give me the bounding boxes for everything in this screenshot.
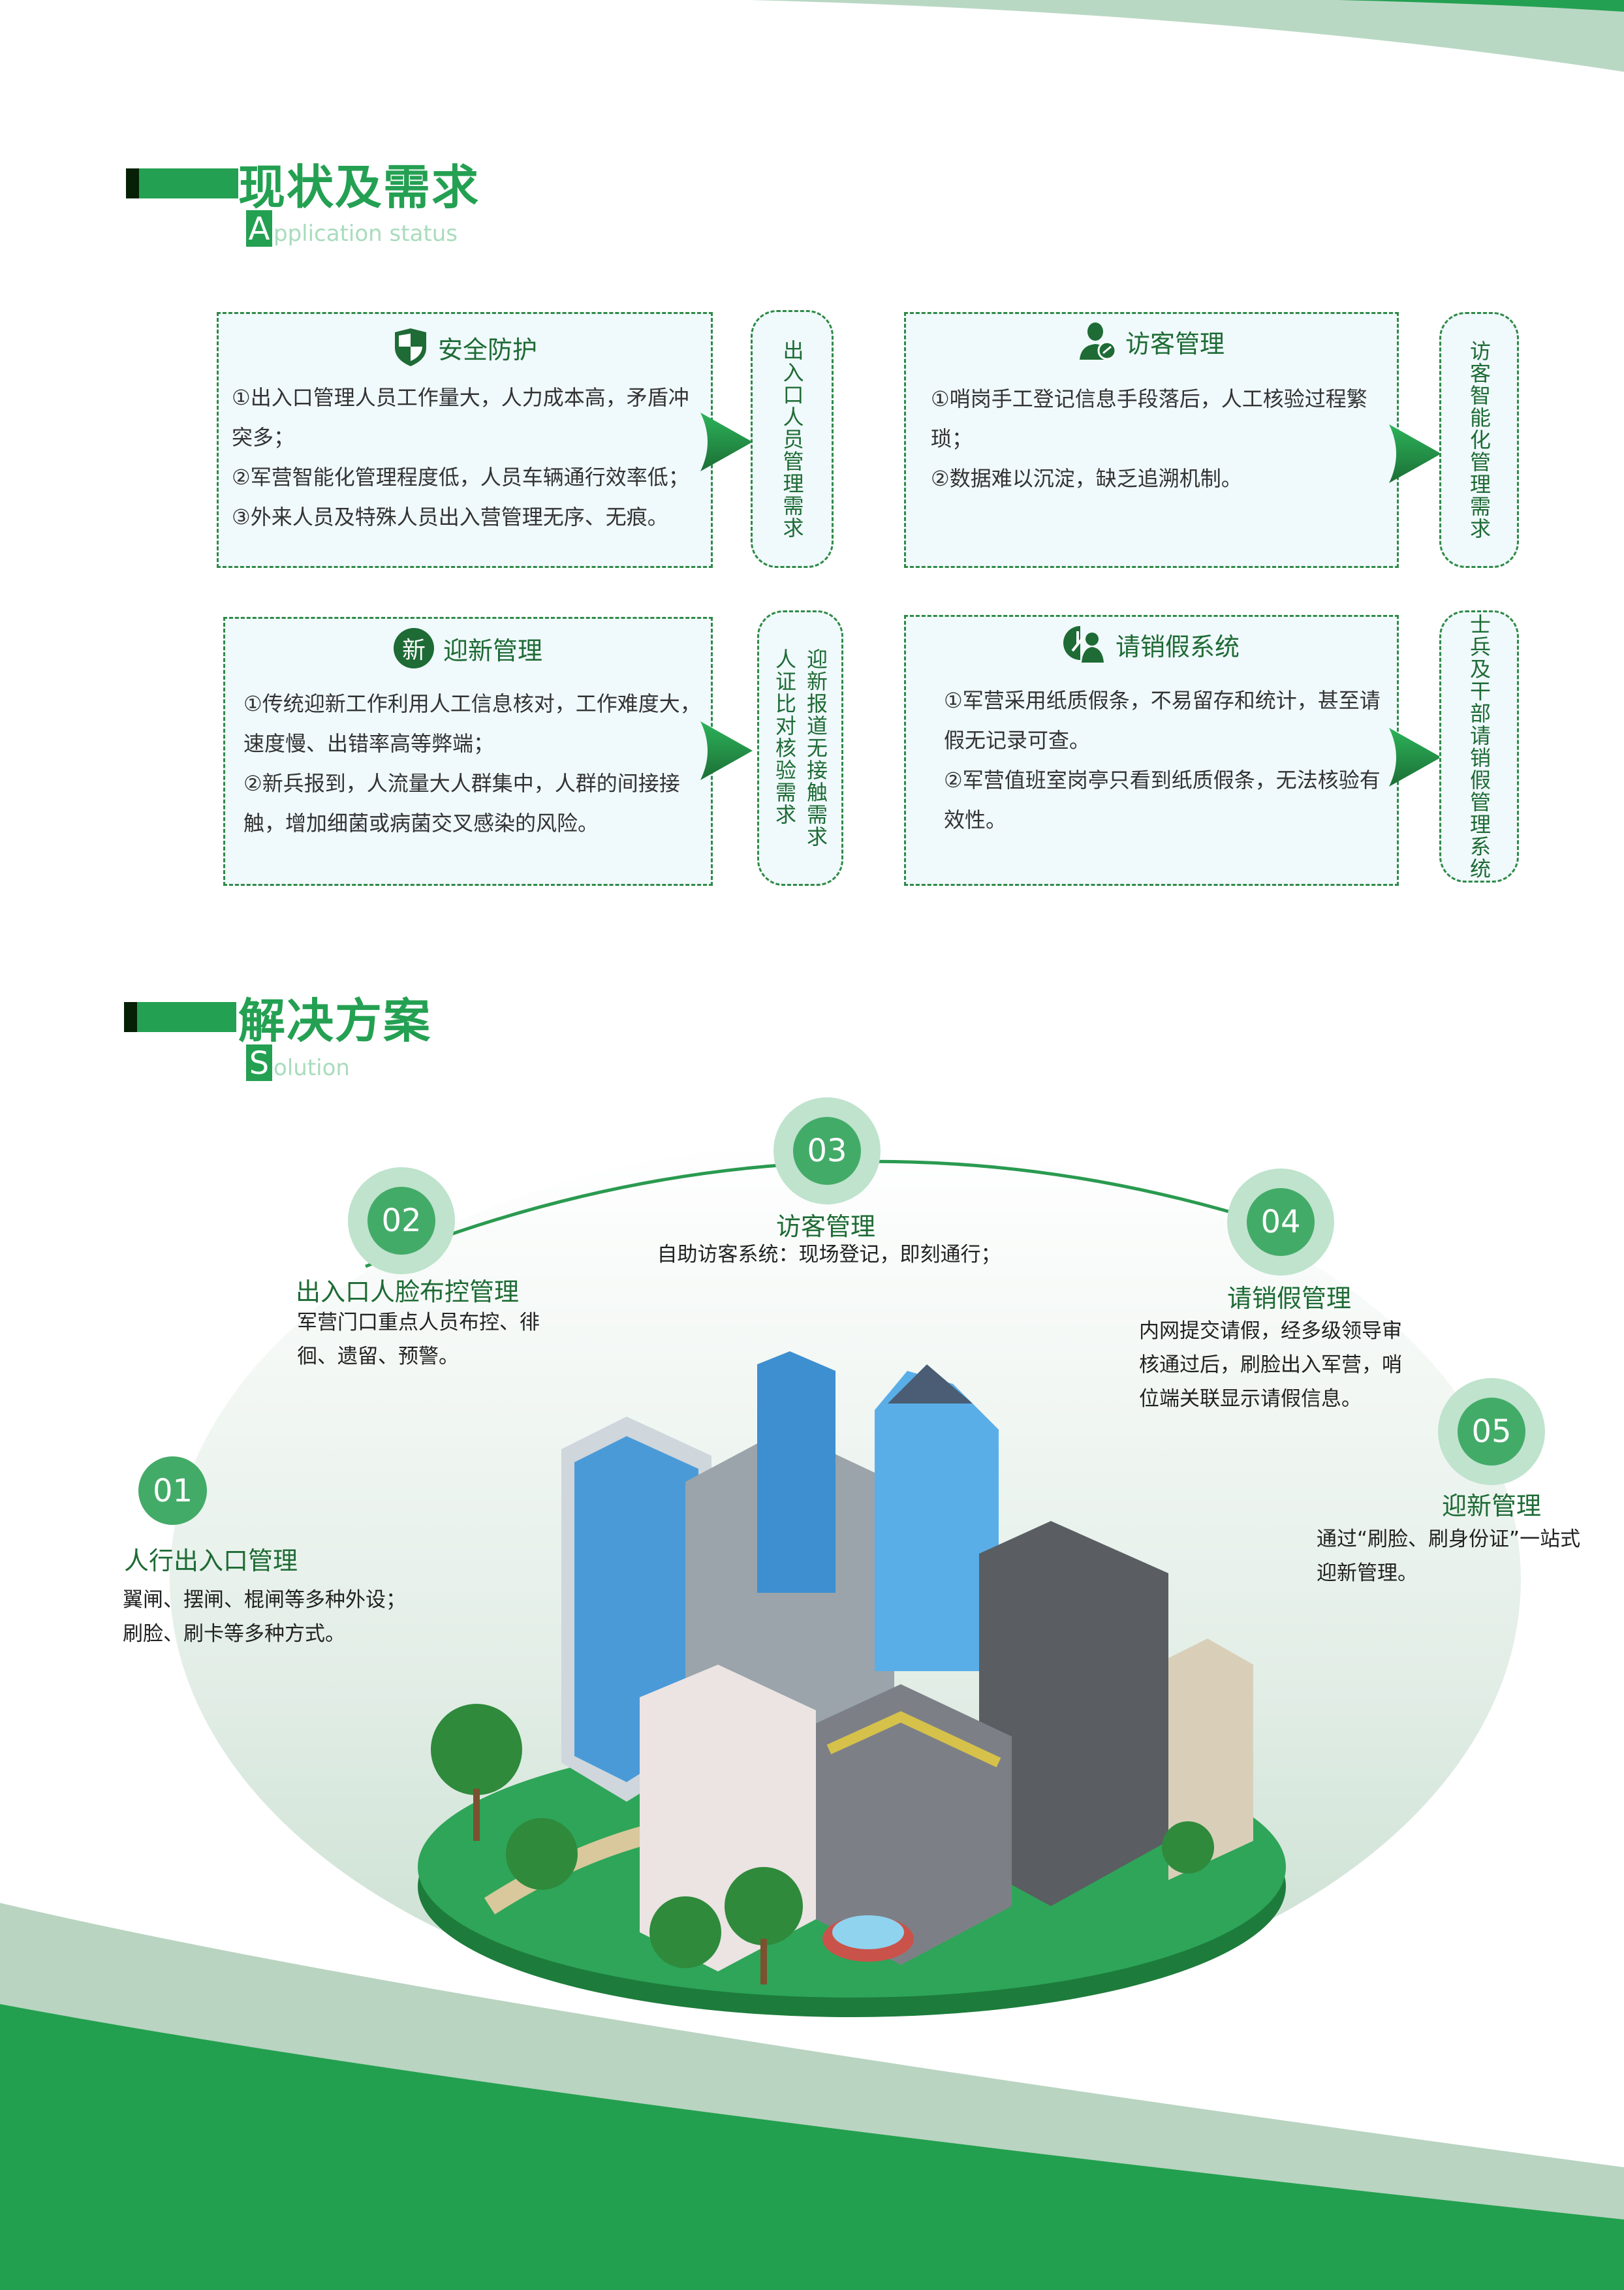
- need-text: 出入口人员管理需求: [779, 339, 805, 539]
- section-title-status: 现状及需求: [238, 160, 480, 215]
- solution-desc: 位端关联显示请假信息。: [1139, 1387, 1362, 1411]
- step-badge-04: 04: [1227, 1169, 1334, 1276]
- need-text: 访客智能化管理需求: [1467, 340, 1491, 540]
- solution-desc: 迎新管理。: [1317, 1561, 1418, 1585]
- step-badge-02: 02: [348, 1167, 455, 1274]
- solution-desc: 军营门口重点人员布控、徘: [297, 1311, 540, 1334]
- solution-desc: 翼闸、摆闸、棍闸等多种外设；: [123, 1588, 406, 1612]
- card-line: ①军营采用纸质假条，不易留存和统计，甚至请假无记录可查。: [944, 688, 1381, 753]
- status-card-visitor: 访客管理 ①哨岗手工登记信息手段落后，人工核验过程繁琐； ②数据难以沉淀，缺乏追…: [904, 312, 1399, 568]
- solution-desc: 通过“刷脸、刷身份证”一站式: [1317, 1528, 1581, 1551]
- card-line: ③外来人员及特殊人员出入营管理无序、无痕。: [232, 505, 668, 529]
- card-title: 安全防护: [437, 335, 537, 364]
- solution-title: 人行出入口管理: [124, 1546, 298, 1575]
- card-title: 访客管理: [1125, 329, 1225, 358]
- solution-desc: 刷脸、刷卡等多种方式。: [123, 1622, 345, 1646]
- solution-title: 请销假管理: [1226, 1284, 1351, 1313]
- top-wave-decoration: [751, 0, 1624, 72]
- card-line: ①出入口管理人员工作量大，人力成本高，矛盾冲突多；: [232, 385, 689, 450]
- shield-icon: [394, 328, 426, 366]
- arrow-right-icon: [700, 721, 753, 780]
- solution-title: 访客管理: [775, 1212, 875, 1241]
- subtitle-cap: S: [246, 1044, 272, 1082]
- subtitle-rest: olution: [273, 1055, 350, 1081]
- card-line: ②军营智能化管理程度低，人员车辆通行效率低；: [232, 465, 689, 490]
- need-text: 士兵及干部请销假管理系统: [1467, 613, 1491, 880]
- solution-title: 出入口人脸布控管理: [296, 1278, 520, 1306]
- section-title-solution: 解决方案: [238, 994, 432, 1048]
- subtitle-cap: A: [246, 210, 272, 247]
- status-card-security: 安全防护 ①出入口管理人员工作量大，人力成本高，矛盾冲突多； ②军营智能化管理程…: [217, 312, 713, 568]
- card-title: 请销假系统: [1115, 632, 1240, 661]
- need-pill: 士兵及干部请销假管理系统: [1439, 610, 1519, 883]
- subtitle-rest: pplication status: [273, 221, 458, 247]
- arrow-right-icon: [1389, 728, 1441, 787]
- solution-desc: 内网提交请假，经多级领导审: [1139, 1319, 1402, 1343]
- smart-campus-illustration: [418, 1351, 1286, 2017]
- card-title: 迎新管理: [443, 636, 542, 665]
- leave-icon: [1063, 626, 1104, 663]
- arrow-right-icon: [700, 413, 753, 471]
- solution-title: 迎新管理: [1441, 1492, 1541, 1520]
- need-pill: 出入口人员管理需求: [751, 310, 834, 568]
- solution-desc: 自助访客系统：现场登记，即刻通行；: [657, 1243, 1001, 1266]
- section-bar: [124, 1002, 236, 1032]
- card-line: ②数据难以沉淀，缺乏追溯机制。: [931, 466, 1242, 491]
- visitor-icon: [1079, 322, 1116, 360]
- need-text: 人证比对核验需求: [772, 648, 797, 826]
- new-badge-icon: 新: [393, 628, 434, 668]
- need-text: 迎新报道无接触需求: [804, 648, 828, 848]
- arrow-right-icon: [1389, 424, 1441, 483]
- section-subtitle-solution: S olution: [246, 1044, 350, 1082]
- step-badge-01: 01: [138, 1456, 207, 1525]
- step-badge-03: 03: [773, 1097, 881, 1204]
- solution-desc: 徊、遗留、预警。: [297, 1345, 459, 1368]
- card-line: ②军营值班室岗亭只看到纸质假条，无法核验有效性。: [944, 768, 1381, 832]
- card-line: ①传统迎新工作利用人工信息核对，工作难度大，速度慢、出错率高等弊端；: [243, 691, 701, 756]
- need-pill: 迎新报道无接触需求 人证比对核验需求: [757, 610, 843, 886]
- step-badge-05: 05: [1438, 1378, 1545, 1485]
- section-subtitle-status: A pplication status: [246, 210, 458, 247]
- card-line: ②新兵报到，人流量大人群集中，人群的间接接触，增加细菌或病菌交叉感染的风险。: [243, 771, 680, 836]
- solution-desc: 核通过后，刷脸出入军营，哨: [1139, 1353, 1402, 1377]
- need-pill: 访客智能化管理需求: [1439, 312, 1519, 568]
- status-card-recruit: 新 迎新管理 ①传统迎新工作利用人工信息核对，工作难度大，速度慢、出错率高等弊端…: [223, 617, 713, 886]
- section-bar: [126, 168, 238, 198]
- status-card-leave: 请销假系统 ①军营采用纸质假条，不易留存和统计，甚至请假无记录可查。 ②军营值班…: [904, 615, 1399, 886]
- card-line: ①哨岗手工登记信息手段落后，人工核验过程繁琐；: [931, 386, 1367, 451]
